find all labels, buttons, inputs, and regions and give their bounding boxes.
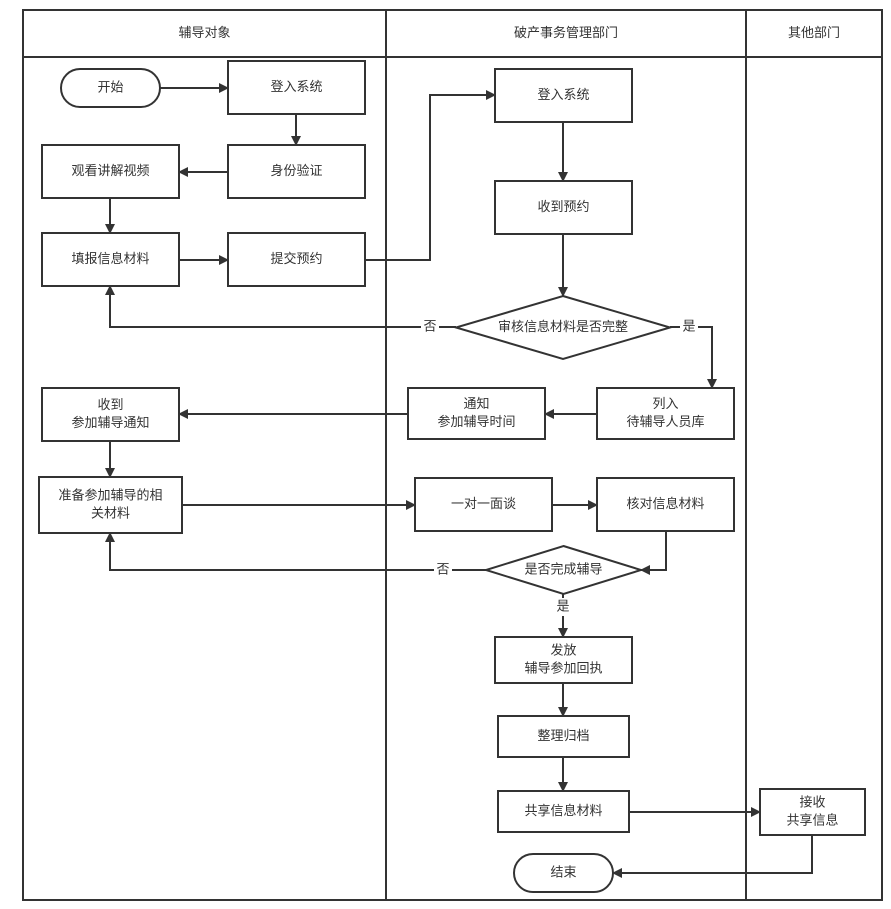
- node-verify: 身份验证: [227, 144, 366, 199]
- node-start: 开始: [60, 68, 161, 108]
- edge-label-done-to-issue: 是: [556, 600, 569, 615]
- node-label: 核对信息材料: [626, 496, 704, 512]
- node-label: 待辅导人员库: [626, 414, 704, 430]
- node-video: 观看讲解视频: [41, 144, 180, 199]
- node-label: 辅导参加回执: [524, 661, 602, 677]
- node-label: 发放: [550, 643, 576, 659]
- node-label: 登入系统: [270, 80, 322, 95]
- node-label: 审核信息材料是否完整: [498, 319, 628, 335]
- node-fill: 填报信息材料: [41, 232, 180, 287]
- edge-label-done-to-prepare: 否: [436, 563, 449, 578]
- edge-check-to-list: [670, 326, 717, 389]
- node-check: 审核信息材料是否完整: [452, 294, 674, 361]
- process-shape: [41, 387, 180, 442]
- node-label: 收到: [97, 398, 123, 413]
- process-shape: [41, 144, 180, 199]
- node-label: 通知: [463, 396, 489, 412]
- edge-accept-to-end: [612, 835, 813, 878]
- process-shape: [596, 387, 735, 440]
- process-shape: [596, 477, 735, 532]
- node-label: 关材料: [91, 507, 130, 522]
- node-label: 开始: [97, 81, 123, 96]
- node-label: 填报信息材料: [71, 251, 149, 267]
- decision-shape: [482, 544, 645, 596]
- node-label: 接收: [799, 795, 825, 811]
- node-verify-docs: 核对信息材料: [596, 477, 735, 532]
- node-label: 一对一面谈: [451, 497, 516, 512]
- node-label: 提交预约: [270, 251, 322, 267]
- node-label: 参加辅导通知: [71, 415, 149, 431]
- node-login-b: 登入系统: [494, 68, 633, 123]
- process-shape: [497, 790, 630, 833]
- edge-check-to-fill: [105, 285, 456, 328]
- decision-shape: [452, 294, 674, 361]
- process-shape: [41, 232, 180, 287]
- process-shape: [494, 68, 633, 123]
- node-label: 参加辅导时间: [437, 414, 515, 430]
- node-submit: 提交预约: [227, 232, 366, 287]
- node-label: 列入: [652, 397, 678, 412]
- edge-done-to-prepare: [105, 532, 486, 571]
- node-label: 整理归档: [537, 729, 589, 744]
- process-shape: [38, 476, 183, 534]
- process-shape: [759, 788, 866, 836]
- process-shape: [414, 477, 553, 532]
- lane-header-lane-other: 其他部门: [788, 26, 840, 41]
- node-interview: 一对一面谈: [414, 477, 553, 532]
- node-label: 登入系统: [537, 88, 589, 103]
- node-share: 共享信息材料: [497, 790, 630, 833]
- edge-label-check-to-fill: 否: [423, 320, 436, 335]
- terminal-shape: [60, 68, 161, 108]
- node-label: 观看讲解视频: [71, 163, 149, 179]
- edge-label-bg: [554, 598, 572, 616]
- process-shape: [497, 715, 630, 758]
- terminal-shape: [513, 853, 614, 893]
- node-label: 收到预约: [537, 200, 589, 215]
- lane-header-lane-bankruptcy: 破产事务管理部门: [514, 25, 618, 41]
- process-shape: [227, 144, 366, 199]
- process-shape: [227, 60, 366, 115]
- process-shape: [407, 387, 546, 440]
- swimlane-frame: [22, 9, 883, 901]
- edge-label-bg: [680, 318, 698, 336]
- process-shape: [494, 636, 633, 684]
- edge-verify-docs-to-done: [640, 531, 667, 575]
- edge-label-check-to-list: 是: [682, 320, 695, 335]
- node-label: 身份验证: [270, 163, 322, 179]
- node-end: 结束: [513, 853, 614, 893]
- node-receive: 收到预约: [494, 180, 633, 235]
- node-label: 共享信息: [786, 813, 838, 829]
- node-label: 结束: [550, 866, 576, 881]
- node-label: 准备参加辅导的相: [58, 488, 162, 504]
- node-archive: 整理归档: [497, 715, 630, 758]
- process-shape: [494, 180, 633, 235]
- node-login-a: 登入系统: [227, 60, 366, 115]
- node-label: 共享信息材料: [524, 803, 602, 819]
- edge-label-bg: [434, 561, 452, 579]
- edge-label-bg: [421, 318, 439, 336]
- edge-submit-to-login-b: [365, 90, 496, 261]
- node-label: 是否完成辅导: [524, 563, 602, 578]
- lane-header-lane-target: 辅导对象: [178, 26, 230, 41]
- process-shape: [227, 232, 366, 287]
- node-done: 是否完成辅导: [482, 544, 645, 596]
